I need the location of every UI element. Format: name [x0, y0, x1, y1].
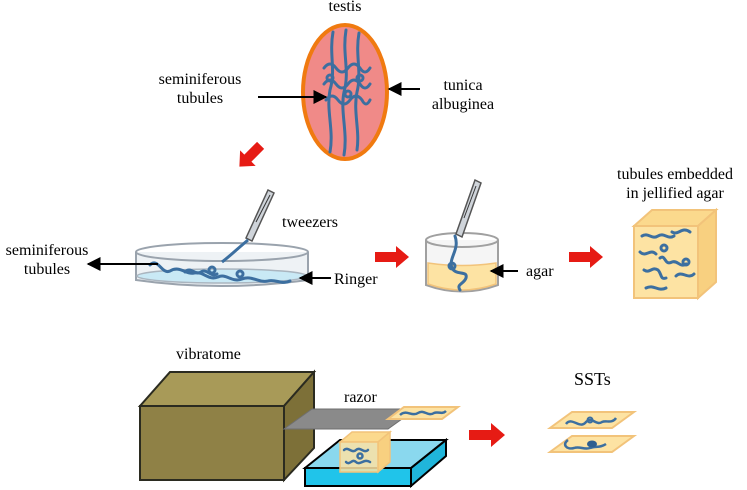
razor-label: razor [344, 389, 377, 406]
tunica-line1: tunica [443, 77, 483, 94]
slice-icon [546, 411, 638, 429]
embedded-label: tubules embedded in jellified agar [600, 165, 747, 203]
tweezers-icon [455, 178, 482, 239]
ringer-label: Ringer [334, 271, 378, 288]
petri-dish-icon [135, 242, 309, 287]
seminiferous-left-line2: tubules [23, 261, 71, 278]
slice-icon [546, 435, 638, 453]
tunica-label: tunica albuginea [418, 76, 508, 114]
seminiferous-top-label: seminiferous tubules [140, 70, 260, 108]
arrow-icon [375, 246, 409, 268]
seminiferous-left-label: seminiferous tubules [0, 241, 102, 279]
vibratome-icon [137, 369, 317, 483]
beaker-icon [425, 232, 499, 293]
vibratome-label: vibratome [176, 346, 241, 363]
slice-icon [385, 406, 461, 420]
agar-cube-icon [631, 207, 719, 301]
ssts-label: SSTs [574, 369, 611, 389]
agar-label: agar [526, 263, 554, 280]
seminiferous-left-line1: seminiferous [5, 242, 89, 259]
tweezers-label: tweezers [282, 214, 338, 231]
seminiferous-top-line2: tubules [176, 90, 224, 107]
embedded-line1: tubules embedded [617, 166, 733, 183]
arrow-icon [569, 246, 603, 268]
tweezers-icon [221, 188, 275, 264]
testis-label: testis [328, 0, 362, 15]
seminiferous-top-line1: seminiferous [158, 71, 242, 88]
testis-icon [301, 23, 389, 161]
agar-cube-icon [337, 430, 393, 474]
arrow-icon [469, 423, 505, 447]
arrow-icon [239, 141, 265, 167]
tunica-line2: albuginea [431, 96, 495, 113]
embedded-line2: in jellified agar [626, 185, 724, 202]
